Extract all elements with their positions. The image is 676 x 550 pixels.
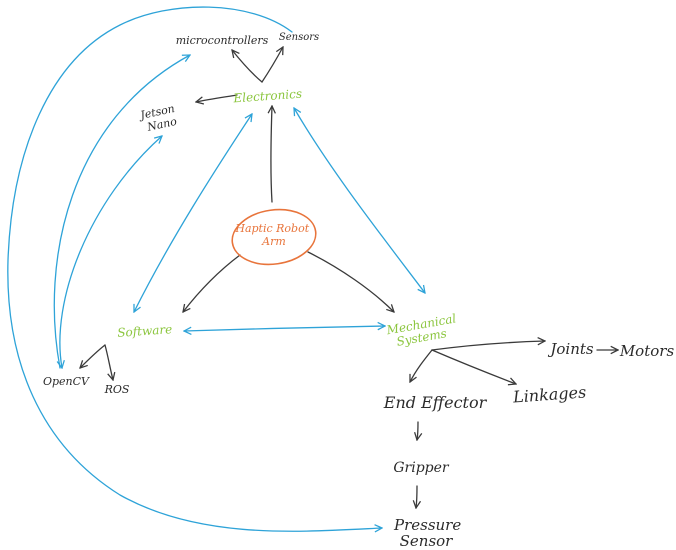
node-joints: Joints <box>547 340 594 358</box>
node-jetson-nano: Jetson Nano <box>137 101 182 135</box>
node-software: Software <box>117 322 173 340</box>
node-pressure-sensor: Pressure Sensor <box>393 516 466 550</box>
node-microcontrollers: microcontrollers <box>176 34 269 47</box>
edge-center-mechanical <box>307 251 394 312</box>
edge-software-opencv <box>80 344 106 368</box>
node-ros: ROS <box>104 383 130 396</box>
edge-endeffector-gripper <box>417 421 418 440</box>
edge-center-software <box>183 254 241 312</box>
edge-electronics-microcontrollers <box>232 50 263 83</box>
node-gripper: Gripper <box>393 460 450 476</box>
center-line-1: Haptic Robot <box>234 222 309 235</box>
edge-software-electronics <box>133 114 252 312</box>
edge-mechanical-endeffector <box>409 349 433 382</box>
edge-software-ros <box>104 344 113 380</box>
edge-mechanical-joints <box>431 341 545 351</box>
edge-sensors-pressure <box>7 6 382 531</box>
edge-electronics-jetson <box>196 94 238 102</box>
node-opencv: OpenCV <box>43 375 90 388</box>
edge-electronics-sensors <box>261 47 283 83</box>
edge-opencv-jetson <box>60 136 162 368</box>
edge-software-mechanical <box>184 326 385 331</box>
edge-electronics-mechanical <box>294 108 425 293</box>
center-line-2: Arm <box>261 235 286 248</box>
pressure-line-2: Sensor <box>400 532 454 550</box>
node-mechanical: Mechanical Systems <box>385 311 464 351</box>
edge-center-electronics <box>271 106 272 203</box>
node-sensors: Sensors <box>279 32 319 43</box>
node-linkages: Linkages <box>511 382 586 406</box>
node-electronics: Electronics <box>232 87 302 106</box>
node-end-effector: End Effector <box>383 393 488 412</box>
jetson-line-2: Nano <box>145 115 178 134</box>
edge-gripper-pressure <box>416 485 417 508</box>
pressure-line-1: Pressure <box>393 516 461 534</box>
node-motors: Motors <box>619 342 675 360</box>
edge-mechanical-linkages <box>431 349 516 384</box>
center-node-outline <box>231 208 317 266</box>
center-node-label: Haptic Robot Arm <box>234 222 312 248</box>
